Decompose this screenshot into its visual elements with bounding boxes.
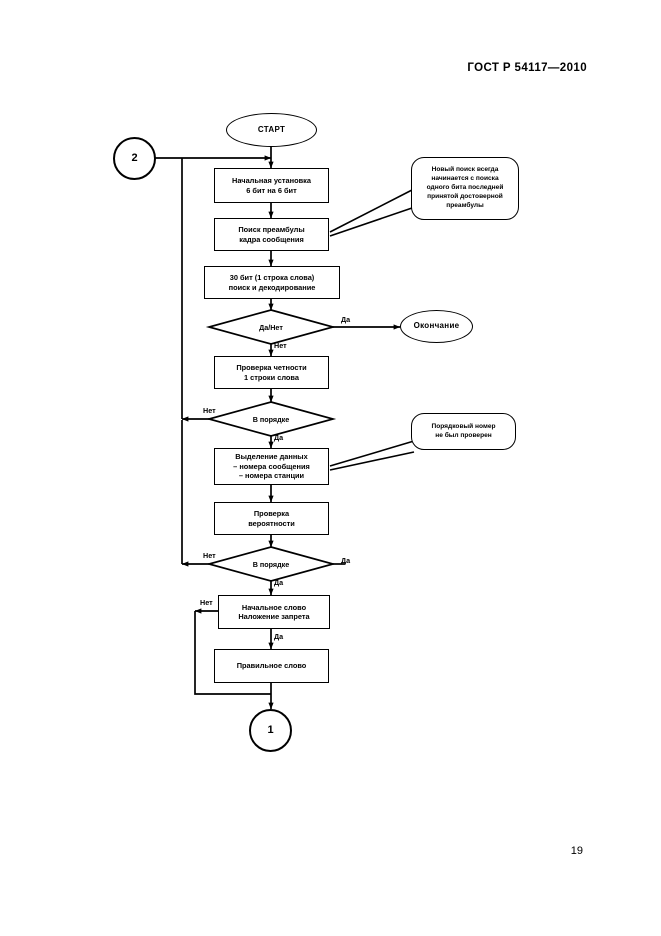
process-extract-data[interactable]: Выделение данных – номера сообщения – но… (214, 448, 329, 485)
callout-sequence-number: Порядковый номер не был проверен (411, 413, 516, 450)
connector-1-label: 1 (267, 724, 274, 737)
callout-new-search-label: Новый поиск всегда начинается с поиска о… (426, 166, 504, 209)
connector-2-label: 2 (131, 152, 138, 165)
process-initial-setup[interactable]: Начальная установка 6 бит на 6 бит (214, 168, 329, 203)
edge-label-ok2-yes-down: Да (274, 578, 284, 587)
process-probability-check[interactable]: Проверка вероятности (214, 502, 329, 535)
edge-label-yesno-no: Нет (274, 341, 287, 350)
process-parity-check-label: Проверка четности 1 строки слова (236, 363, 307, 382)
process-search-preamble[interactable]: Поиск преамбулы кадра сообщения (214, 218, 329, 251)
terminal-start-label: СТАРТ (257, 124, 286, 134)
callout-sequence-number-label: Порядковый номер не был проверен (431, 422, 496, 439)
edge-label-ok2-no: Нет (203, 551, 216, 560)
process-correct-word[interactable]: Правильное слово (214, 649, 329, 683)
connector-circle-1[interactable]: 1 (249, 709, 292, 752)
process-start-word-ban[interactable]: Начальное слово Наложение запрета (218, 595, 330, 629)
process-decode-30bit[interactable]: 30 бит (1 строка слова) поиск и декодиро… (204, 266, 340, 299)
process-start-word-ban-label: Начальное слово Наложение запрета (238, 602, 310, 621)
terminal-end[interactable]: Окончание (400, 310, 473, 343)
process-initial-setup-label: Начальная установка 6 бит на 6 бит (232, 176, 311, 195)
edge-label-ok1-yes: Да (274, 433, 284, 442)
process-correct-word-label: Правильное слово (236, 661, 307, 671)
document-header-standard-number: ГОСТ Р 54117—2010 (467, 62, 587, 74)
page-number: 19 (570, 845, 583, 857)
edge-label-yesno-yes: Да (341, 315, 351, 324)
connector-circle-2[interactable]: 2 (113, 137, 156, 180)
process-search-preamble-label: Поиск преамбулы кадра сообщения (238, 225, 305, 244)
terminal-start[interactable]: СТАРТ (226, 113, 317, 147)
edge-label-ok2-yes-right: Да (341, 556, 351, 565)
decision-in-order-2-label[interactable]: В порядке (252, 560, 290, 569)
edge-label-startword-no: Нет (200, 598, 213, 607)
decision-yesno-label[interactable]: Да/Нет (259, 323, 283, 332)
edge-label-ok1-no: Нет (203, 406, 216, 415)
callout-new-search: Новый поиск всегда начинается с поиска о… (411, 157, 519, 220)
terminal-end-label: Окончание (413, 321, 460, 331)
process-extract-data-label: Выделение данных – номера сообщения – но… (233, 452, 310, 481)
process-parity-check[interactable]: Проверка четности 1 строки слова (214, 356, 329, 389)
decision-in-order-1-label[interactable]: В порядке (252, 415, 290, 424)
process-probability-check-label: Проверка вероятности (248, 509, 295, 528)
edge-label-startword-yes: Да (274, 632, 284, 641)
process-decode-30bit-label: 30 бит (1 строка слова) поиск и декодиро… (228, 273, 316, 292)
